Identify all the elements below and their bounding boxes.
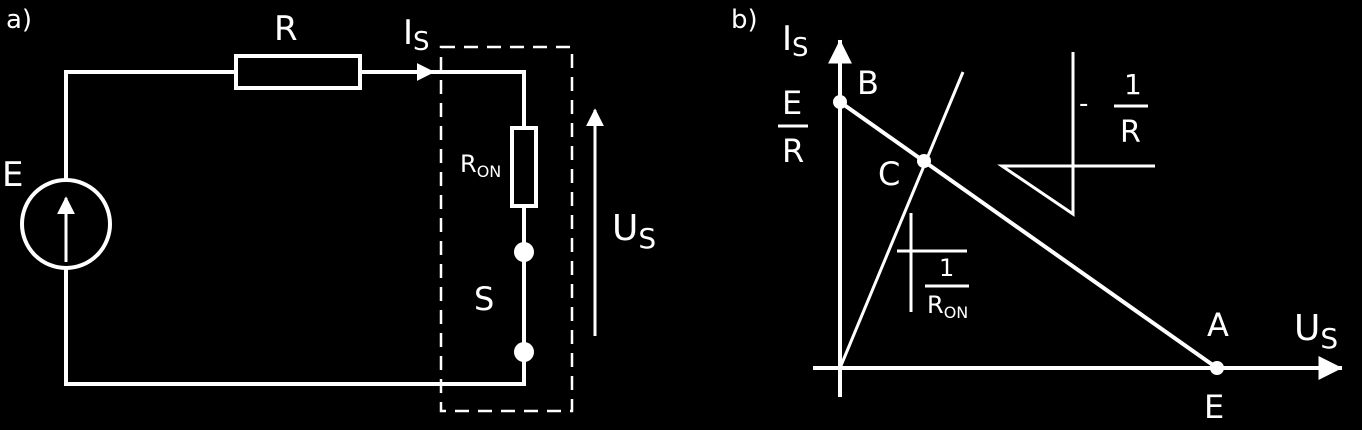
resistor-r-label: R [274, 9, 298, 49]
ron-slope-triangle [897, 213, 967, 312]
wire-left-top [64, 70, 238, 182]
point-a-label: A [1207, 306, 1229, 344]
panel-b-label: b) [731, 5, 758, 35]
x-axis-label: US [1294, 308, 1338, 355]
source-label: E [2, 155, 23, 195]
y-axis-label: IS [782, 19, 809, 63]
point-c-label: C [878, 155, 900, 193]
wire-bottom [64, 266, 526, 386]
load-slope-triangle [997, 52, 1155, 217]
point-b-label: B [857, 64, 879, 102]
point-a-marker [1210, 361, 1224, 375]
current-label: IS [403, 13, 430, 57]
load-slope-denominator: R [1120, 115, 1141, 150]
ron-characteristic-line [838, 71, 965, 369]
voltage-source [20, 178, 112, 270]
resistor-ron [510, 126, 538, 208]
voltage-label: US [612, 208, 656, 255]
panel-a-circuit: a) R IS E RON S US [2, 5, 656, 413]
switch-contact-bottom [514, 342, 534, 362]
point-c-marker [917, 154, 931, 168]
intercept-y-numerator: E [782, 84, 802, 122]
point-b-marker [833, 95, 847, 109]
switch-contact-top [514, 242, 534, 262]
ron-slope-numerator: 1 [939, 254, 954, 282]
resistor-r [234, 54, 362, 90]
ron-slope-denominator: RON [927, 291, 968, 322]
ron-label: RON [460, 150, 501, 181]
panel-b-graph: b) IS US B C A E R E - 1 R 1 RON [731, 5, 1343, 426]
intercept-x-label: E [1204, 388, 1224, 426]
intercept-y-denominator: R [782, 132, 804, 170]
load-slope-numerator: 1 [1124, 68, 1142, 101]
switch-boundary-box [439, 45, 574, 413]
panel-a-label: a) [6, 5, 32, 35]
load-slope-sign: - [1079, 89, 1088, 119]
switch-label: S [474, 280, 494, 318]
load-line [837, 99, 1220, 371]
